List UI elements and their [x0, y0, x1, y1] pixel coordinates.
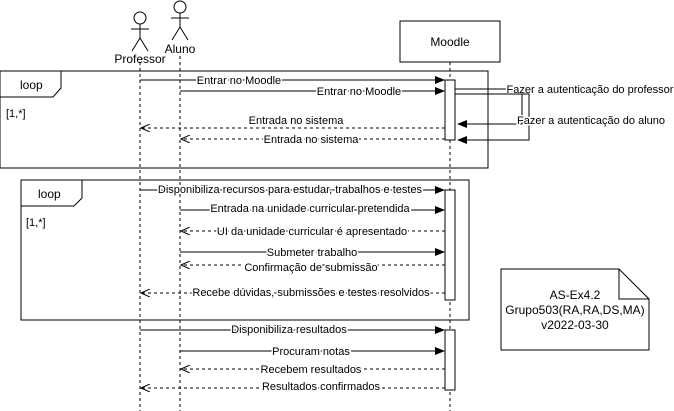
return-ui-uc: UI da unidade curricular é apresentado [181, 225, 445, 240]
message-label: Procuram notas [272, 346, 350, 358]
message-label: Entrada no sistema [249, 115, 345, 127]
self-message-auth-professor: Fazer a autenticação do professor [455, 83, 674, 128]
return-resultados-confirmados: Resultados confirmados [141, 380, 445, 395]
message-disponibiliza-recursos: Disponibiliza recursos para estudar, tra… [140, 183, 445, 198]
actor-aluno [171, 0, 189, 41]
message-label: Entrar no Moodle [317, 86, 401, 98]
message-label: Entrar no Moodle [197, 75, 281, 87]
return-confirmacao-submissao: Confirmação de submissão [181, 261, 445, 276]
message-submeter-trabalho: Submeter trabalho [180, 246, 445, 261]
loop-guard-1: [1,*] [6, 108, 26, 120]
message-procuram-notas: Procuram notas [180, 345, 445, 360]
message-label: Disponibiliza resultados [231, 324, 347, 336]
note-line-3: v2022-03-30 [541, 318, 609, 332]
return-recebe-duvidas: Recebe dúvidas, submissões e testes reso… [141, 286, 445, 301]
activation-bar-1 [444, 79, 456, 141]
loop-operator-1: loop [20, 78, 43, 92]
message-entrada-uc: Entrada na unidade curricular pretendida [180, 202, 445, 217]
message-label: Entrada na unidade curricular pretendida [210, 203, 410, 215]
note-line-1: AS-Ex4.2 [550, 288, 601, 302]
message-label: Resultados confirmados [262, 381, 381, 393]
message-label: Recebem resultados [261, 364, 362, 376]
loop-guard-2: [1,*] [26, 217, 46, 229]
actor-aluno-label: Aluno [165, 42, 196, 56]
activation-bar-2 [444, 189, 456, 301]
message-label: Confirmação de submissão [244, 262, 377, 274]
actor-professor-label: Professor [114, 52, 165, 66]
loop-operator-2: loop [38, 187, 61, 201]
moodle-label: Moodle [430, 35, 470, 49]
return-entrada-aluno: Entrada no sistema [181, 133, 445, 148]
activation-bar-3 [444, 329, 456, 391]
message-entrar-aluno: Entrar no Moodle [180, 85, 445, 100]
message-label: UI da unidade curricular é apresentado [217, 226, 407, 238]
note: AS-Ex4.2 Grupo503(RA,RA,DS,MA) v2022-03-… [500, 268, 650, 351]
actor-professor [131, 11, 149, 52]
return-entrada-professor: Entrada no sistema [141, 114, 445, 128]
message-label: Fazer a autenticação do aluno [517, 115, 665, 127]
message-label: Recebe dúvidas, submissões e testes reso… [192, 287, 430, 299]
self-message-auth-aluno: Fazer a autenticação do aluno [455, 93, 667, 144]
return-recebem-resultados: Recebem resultados [181, 363, 445, 378]
loop-fragment-1: loop [1,*] [0, 70, 489, 169]
note-line-2: Grupo503(RA,RA,DS,MA) [505, 303, 644, 317]
message-label: Entrada no sistema [264, 134, 360, 146]
loop-fragment-2: loop [1,*] [20, 179, 470, 321]
moodle-participant: Moodle [399, 20, 501, 63]
message-entrar-professor: Entrar no Moodle [140, 74, 445, 89]
message-label: Submeter trabalho [267, 247, 358, 259]
message-disponibiliza-resultados: Disponibiliza resultados [140, 323, 445, 338]
message-label: Disponibiliza recursos para estudar, tra… [158, 184, 423, 196]
message-label: Fazer a autenticação do professor [507, 84, 674, 96]
